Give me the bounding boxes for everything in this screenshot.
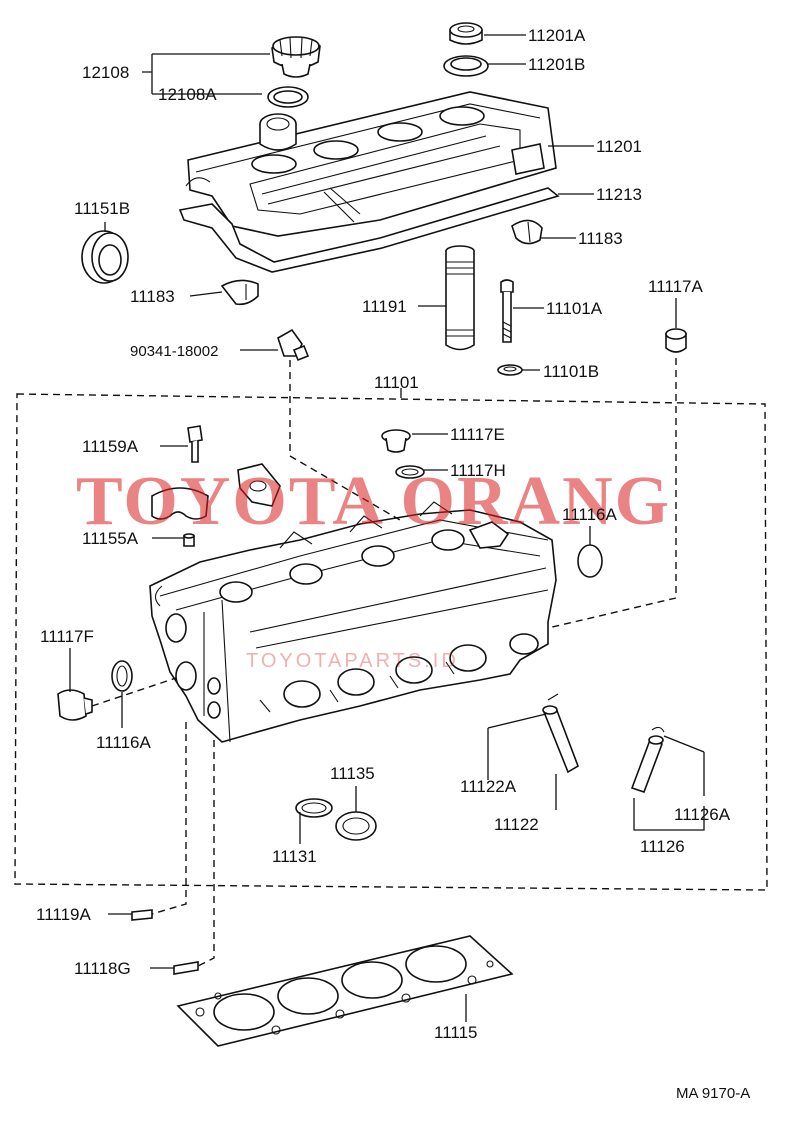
straight-pin-11119a bbox=[131, 909, 153, 921]
label-11115: 11115 bbox=[434, 1023, 478, 1042]
watermark-title: TOYOTA ORANG bbox=[76, 463, 671, 540]
oil-cap-11201a bbox=[449, 22, 483, 45]
cylinder-head bbox=[149, 501, 557, 743]
ring-11135 bbox=[335, 811, 377, 841]
label-11135: 11135 bbox=[330, 764, 375, 783]
spark-plug-tube bbox=[445, 245, 475, 351]
label-11117a: 11117A bbox=[648, 277, 703, 296]
label-11101b: 11101B bbox=[543, 362, 599, 381]
expansion-plug-left bbox=[111, 660, 133, 692]
cap-gasket-11201b bbox=[443, 55, 489, 77]
cylinder-head-gasket bbox=[176, 935, 514, 1047]
gasket-11117h bbox=[395, 465, 425, 479]
semi-circular-plug-right bbox=[511, 219, 543, 245]
label-11183-left: 11183 bbox=[130, 287, 175, 306]
label-11201b: 11201B bbox=[528, 55, 585, 74]
label-11126a: 11126A bbox=[674, 805, 731, 824]
label-11159a: 11159A bbox=[82, 437, 139, 456]
label-11101a: 11101A bbox=[546, 299, 603, 318]
dashed-leaders bbox=[91, 358, 677, 967]
label-11126: 11126 bbox=[640, 837, 685, 856]
label-11191: 11191 bbox=[362, 297, 407, 316]
semi-circular-plug-left bbox=[220, 279, 259, 306]
label-90341: 90341-18002 bbox=[130, 343, 218, 360]
label-11151b: 11151B bbox=[74, 199, 130, 218]
label-12108: 12108 bbox=[82, 63, 129, 82]
label-11201: 11201 bbox=[596, 137, 642, 156]
label-11118g: 11118G bbox=[74, 959, 131, 978]
label-11131: 11131 bbox=[272, 847, 317, 866]
watermark-subtext: TOYOTAPARTS.ID bbox=[246, 650, 459, 672]
label-11155a: 11155A bbox=[82, 529, 139, 548]
head-cover-gasket bbox=[178, 187, 560, 273]
filler-cap-gasket bbox=[267, 86, 309, 108]
label-11116a-left: 11116A bbox=[96, 733, 151, 752]
plug-11117e bbox=[381, 429, 411, 453]
label-12108a: 12108A bbox=[158, 85, 217, 104]
label-11122: 11122 bbox=[494, 815, 539, 834]
stud-bolt-11159a bbox=[187, 425, 203, 463]
expansion-plug-right bbox=[577, 544, 603, 578]
label-11117e: 11117E bbox=[450, 425, 505, 444]
label-11213: 11213 bbox=[596, 185, 642, 204]
label-11201a: 11201A bbox=[528, 26, 586, 45]
camshaft-bearing-cap-right bbox=[237, 463, 281, 507]
exhaust-valve-guide bbox=[630, 726, 665, 794]
straight-pin-11118g bbox=[173, 961, 199, 975]
label-11117h: 11117H bbox=[450, 461, 506, 480]
cover-bolt bbox=[500, 279, 514, 343]
plug-90341 bbox=[277, 328, 310, 362]
label-11117f: 11117F bbox=[40, 627, 94, 646]
leader-lines bbox=[69, 34, 705, 1022]
plug-11117f bbox=[57, 689, 93, 721]
valve-guide-bushing bbox=[542, 693, 579, 774]
label-11122a: 11122A bbox=[460, 777, 517, 796]
oil-filler-cap bbox=[271, 36, 321, 78]
cylinder-head-assembly-box bbox=[14, 393, 768, 891]
label-11116a-right: 11116A bbox=[562, 505, 617, 524]
label-11183-right: 11183 bbox=[578, 229, 623, 248]
cover-bolt-seal bbox=[497, 364, 523, 376]
ring-pin-11155a bbox=[183, 533, 195, 547]
label-11101: 11101 bbox=[374, 373, 419, 392]
plug-11117a bbox=[665, 328, 687, 353]
ring-11131 bbox=[295, 798, 333, 818]
label-11119a: 11119A bbox=[36, 905, 91, 924]
diagram-code: MA 9170-A bbox=[676, 1085, 750, 1102]
camshaft-bearing-cap-left bbox=[151, 487, 209, 520]
cylinder-head-cover bbox=[185, 91, 557, 237]
oil-seal-11151b bbox=[81, 230, 129, 284]
